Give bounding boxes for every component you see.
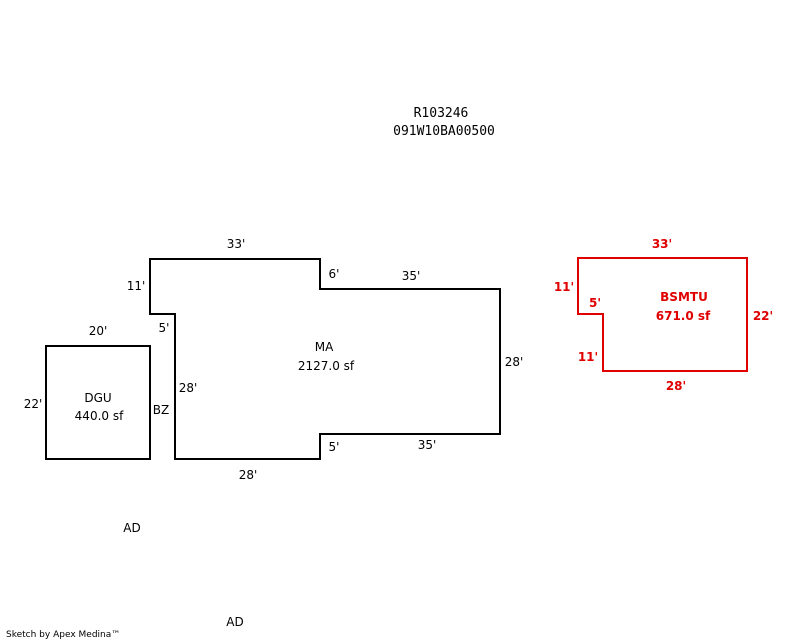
basement-code: BSMTU: [660, 290, 708, 304]
map-number: 091W10BA00500: [393, 124, 495, 139]
basement-dim-left-upper: 11': [554, 280, 574, 294]
garage-size: 440.0 sf: [75, 409, 124, 423]
basement-size: 671.0 sf: [656, 309, 711, 323]
main-dim-bottom-left: 28': [239, 468, 258, 482]
main-dim-left-upper: 11': [127, 279, 146, 293]
annotation-ad-2: AD: [226, 615, 243, 629]
main-dim-right: 28': [505, 355, 524, 369]
main-dim-left-notch: 5': [159, 321, 170, 335]
basement-dim-notch: 5': [589, 296, 601, 310]
sketch-credit: Sketch by Apex Medina™: [6, 630, 120, 640]
garage-code: DGU: [84, 391, 111, 405]
main-dim-left-lower: 28': [179, 381, 198, 395]
basement-dim-bottom: 28': [666, 379, 686, 393]
main-dim-upper-right: 35': [402, 269, 421, 283]
basement-dim-top: 33': [652, 237, 672, 251]
basement-dim-right: 22': [753, 309, 773, 323]
parcel-id: R103246: [414, 106, 469, 121]
main-dim-step-bottom: 5': [329, 440, 340, 454]
breezeway-code: BZ: [153, 403, 169, 417]
annotation-ad-1: AD: [123, 521, 140, 535]
main-area-outline: [149, 258, 501, 460]
garage-dim-left: 22': [24, 397, 43, 411]
garage-outline: [45, 345, 151, 460]
garage-dim-top: 20': [89, 324, 108, 338]
main-area-code: MA: [315, 340, 334, 354]
basement-dim-left-lower: 11': [578, 350, 598, 364]
main-dim-top: 33': [227, 237, 246, 251]
main-dim-lower-right: 35': [418, 438, 437, 452]
basement-outline: [577, 257, 748, 372]
main-dim-step-top: 6': [329, 267, 340, 281]
main-area-size: 2127.0 sf: [298, 359, 355, 373]
